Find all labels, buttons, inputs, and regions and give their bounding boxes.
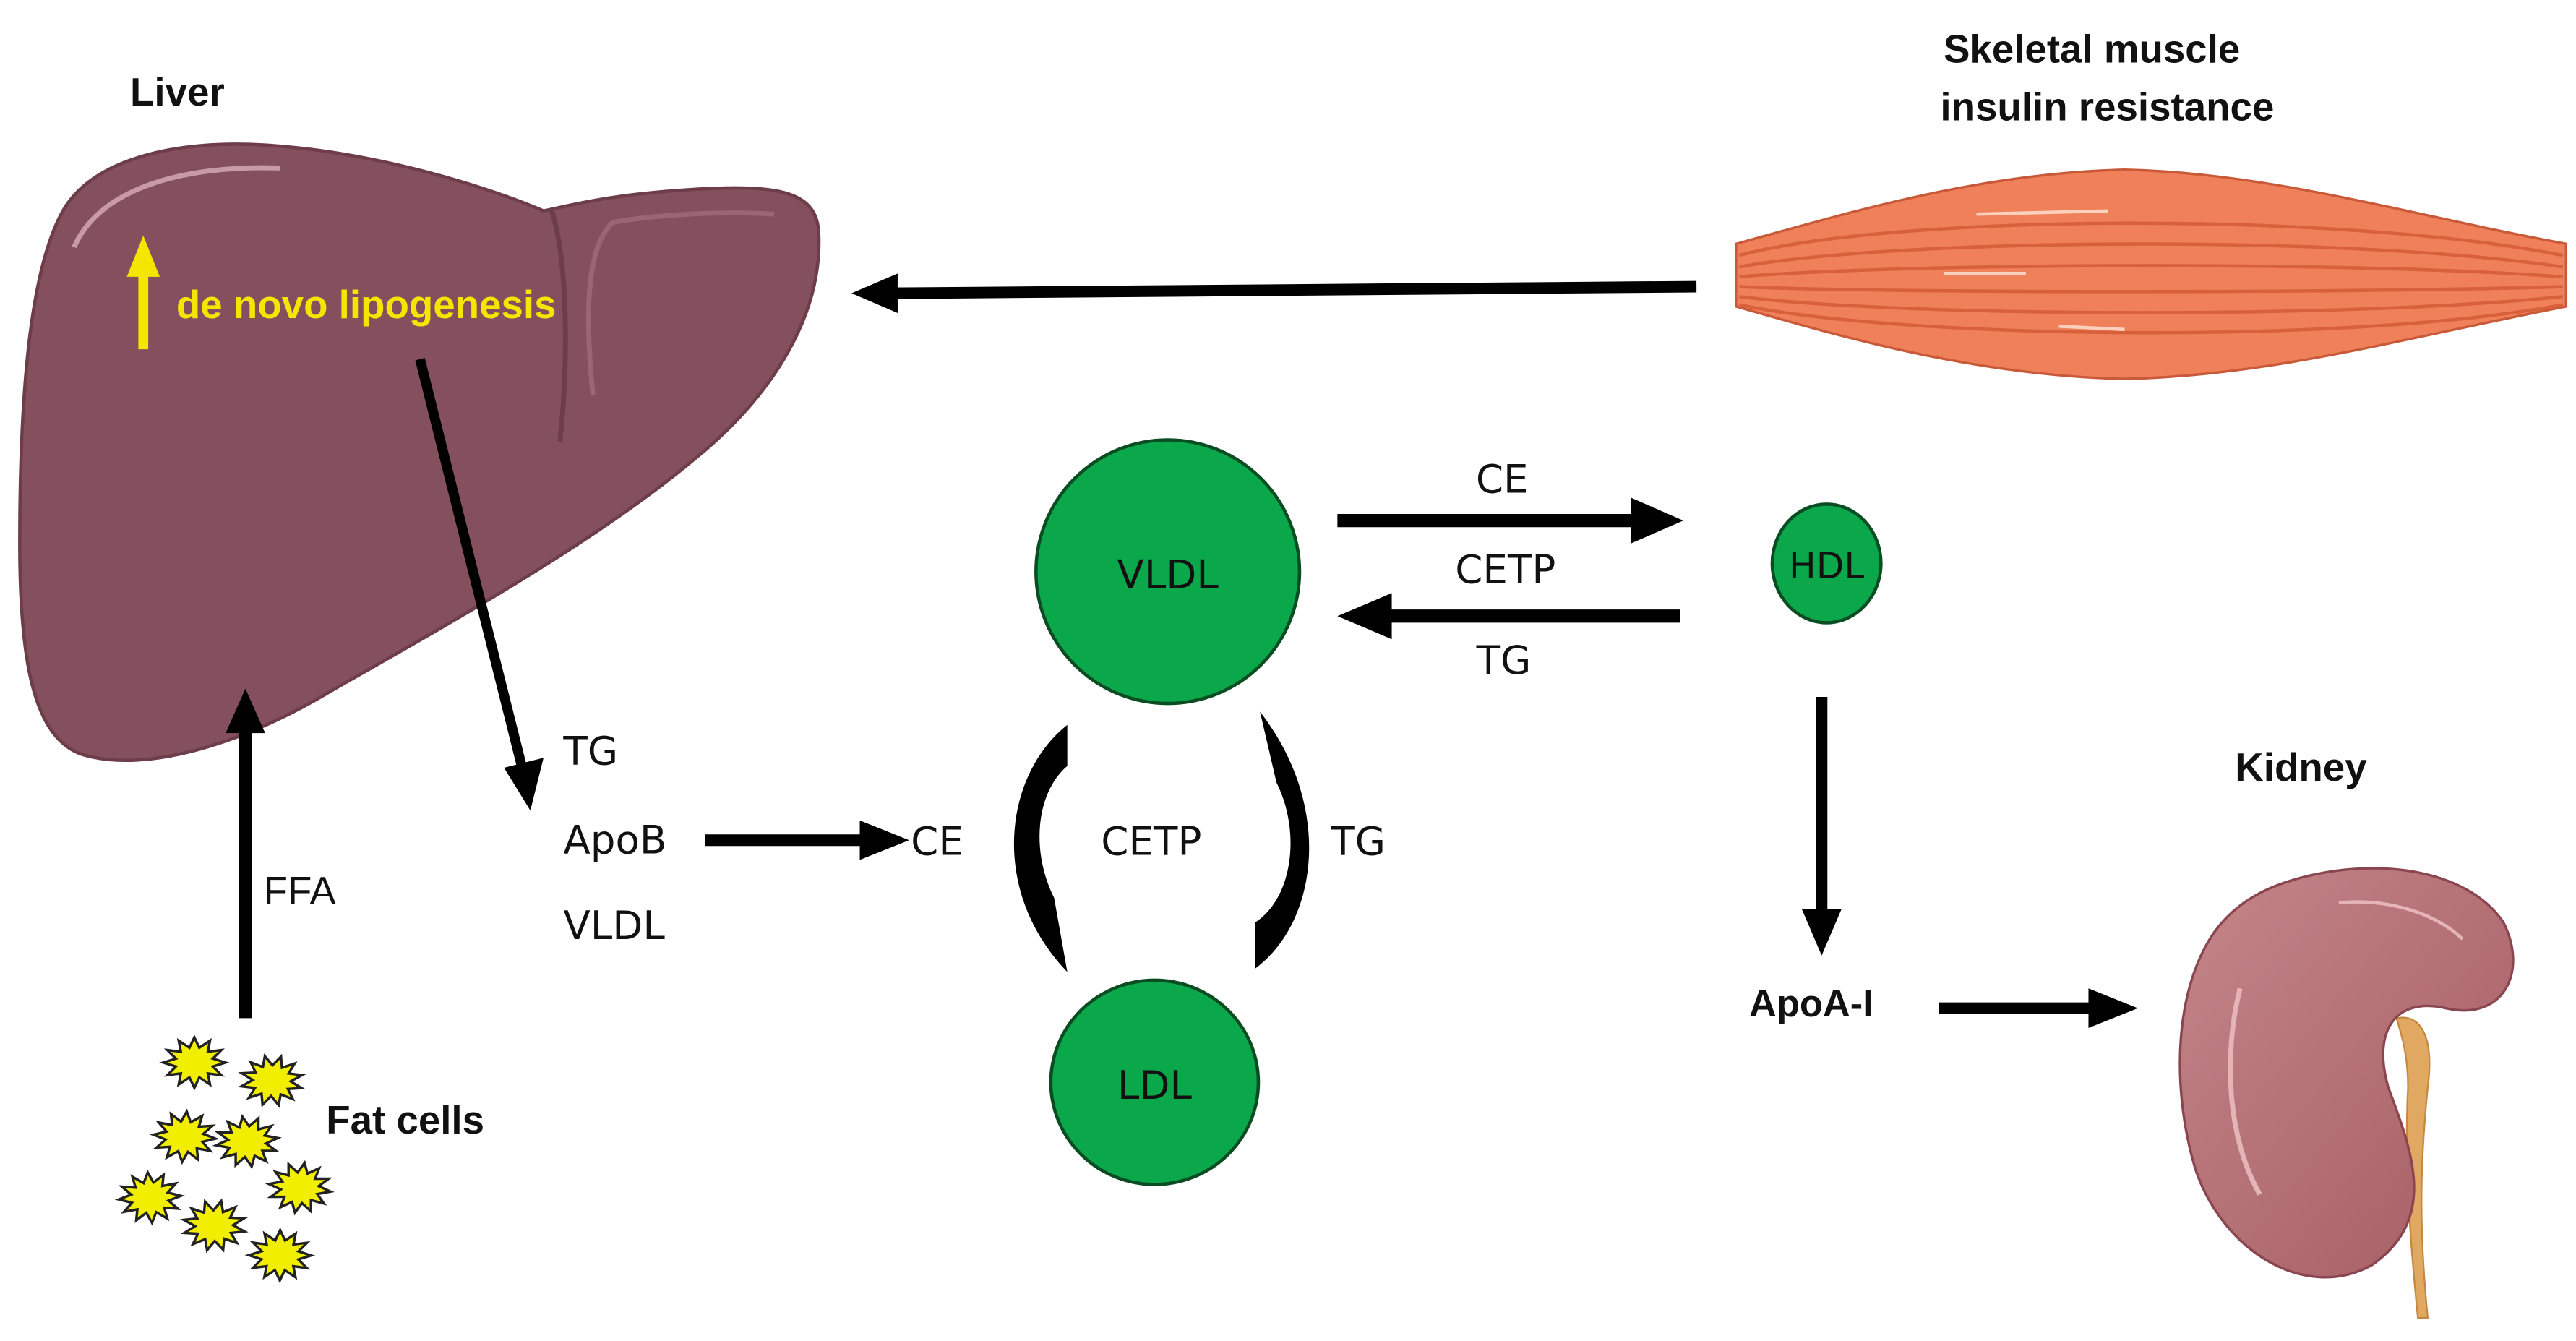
kidney (2178, 867, 2515, 1319)
fat-cell (179, 1198, 249, 1254)
apob-target-ce: CE (911, 818, 963, 865)
fat-cell (244, 1227, 316, 1284)
arrow-apoa-to-kidney (1939, 988, 2138, 1028)
vldl-hdl-ce-label: CE (1476, 455, 1529, 502)
liver-output-vldl: VLDL (563, 902, 665, 948)
curved-arrow-ldl-to-vldl (1255, 711, 1310, 969)
arrow-liver-to-vldl-secretion (415, 358, 544, 811)
fat-cell (149, 1108, 220, 1165)
apoa-label: ApoA-I (1749, 983, 1873, 1025)
de-novo-lipogenesis-label: de novo lipogenesis (176, 282, 557, 327)
ldl-particle (1049, 978, 1261, 1186)
liver-shape (18, 142, 821, 763)
curved-arrow-vldl-to-ldl (1013, 724, 1068, 972)
skeletal-muscle (1735, 168, 2568, 380)
arrow-hdl-to-vldl (1337, 593, 1680, 640)
arrow-vldl-to-hdl (1337, 497, 1683, 544)
fat-cell (114, 1169, 186, 1226)
liver-highlight (72, 165, 280, 249)
hdl-particle (1770, 502, 1883, 625)
fat-cells-cluster (114, 1034, 335, 1284)
muscle-label-line1: Skeletal muscle (1944, 27, 2240, 72)
ffa-label: FFA (264, 868, 337, 913)
vldl-hdl-cetp-label: CETP (1455, 547, 1555, 593)
arrow-apob-to-ce (705, 820, 909, 860)
vldl-hdl-tg-label: TG (1476, 637, 1532, 683)
fat-cell (265, 1160, 335, 1216)
hdl-label: HDL (1789, 544, 1864, 587)
fat-cell (159, 1034, 230, 1091)
liver (18, 142, 821, 763)
vldl-particle (1034, 438, 1302, 706)
vldl-ldl-cetp-label: CETP (1101, 818, 1201, 865)
vldl-ldl-tg-label: TG (1330, 818, 1386, 865)
up-arrow-icon (126, 235, 160, 350)
liver-label: Liver (130, 69, 225, 114)
liver-output-tg: TG (562, 727, 618, 774)
fat-cell (237, 1053, 306, 1108)
muscle-label-line2: insulin resistance (1940, 84, 2274, 129)
liver-output-apob: ApoB (563, 816, 666, 862)
arrow-ffa-to-liver (226, 688, 265, 1019)
vldl-label: VLDL (1117, 552, 1219, 598)
arrow-hdl-to-apoa (1801, 696, 1842, 956)
kidney-shape (2178, 867, 2515, 1279)
liver-lobe-highlight (585, 210, 775, 396)
liver-lobe-line (549, 210, 568, 442)
kidney-label: Kidney (2235, 745, 2367, 789)
fat-cells-label: Fat cells (326, 1097, 484, 1142)
ldl-label: LDL (1117, 1062, 1193, 1108)
arrow-muscle-to-liver (851, 273, 1697, 314)
fat-cell (212, 1113, 283, 1170)
